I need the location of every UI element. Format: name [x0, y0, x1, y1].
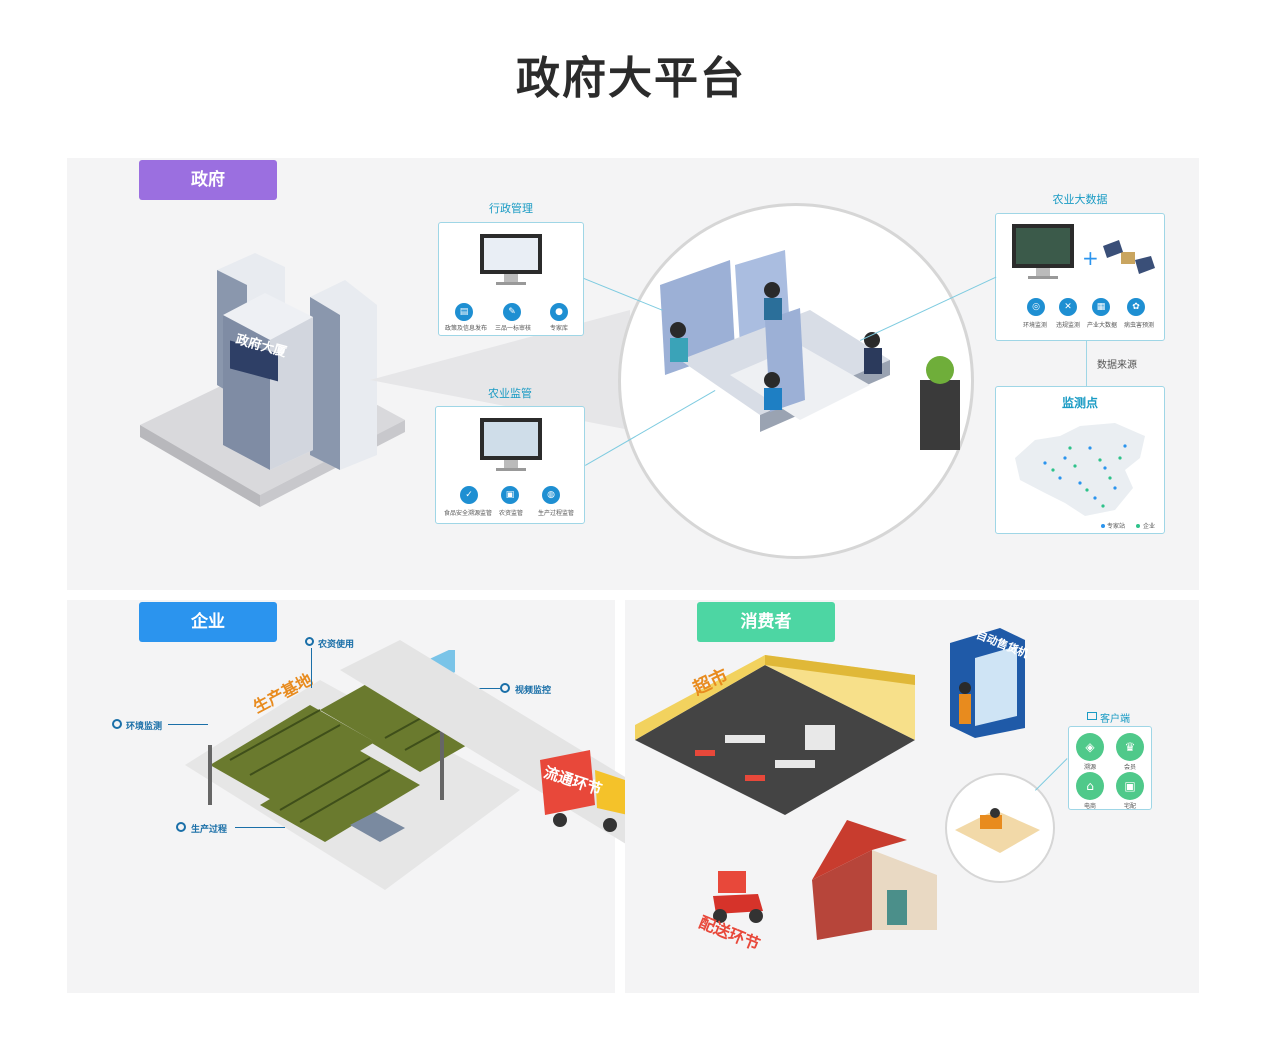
agri-input-leader	[311, 648, 312, 688]
ecommerce-icon: ⌂	[1076, 772, 1104, 800]
client-item-1: 会员	[1123, 764, 1136, 771]
bigdata-monitor-icon	[1012, 224, 1074, 279]
data-source-label: 数据来源	[1097, 360, 1137, 371]
truck-illustration	[540, 750, 628, 832]
data-source-connector	[1086, 341, 1087, 386]
env-monitor-icon: ◎	[1027, 298, 1045, 316]
supervision-item-1: 农资监管	[498, 510, 523, 517]
agri-input-supervision-icon: ▣	[501, 486, 519, 504]
video-leader	[460, 688, 500, 689]
client-item-3: 宅配	[1123, 803, 1136, 810]
admin-item-0: 政策及信息发布	[444, 325, 487, 332]
process-supervision-icon: ◍	[542, 486, 560, 504]
home-user-illustration	[955, 808, 1040, 853]
label-agri-input: 农资使用	[318, 640, 355, 650]
client-item-0: 溯源	[1083, 764, 1096, 771]
process-pin-icon	[176, 822, 186, 832]
legend-enterprise: 企业	[1142, 523, 1155, 530]
process-leader	[235, 827, 285, 828]
store-house-illustration	[812, 820, 937, 940]
consumer-tag: 消费者	[697, 602, 835, 642]
client-title: 客户端	[1100, 714, 1130, 725]
office-workers-illustration	[660, 250, 960, 450]
page-title: 政府大平台	[516, 53, 746, 104]
client-item-2: 电商	[1083, 803, 1096, 810]
supermarket-illustration	[635, 655, 915, 815]
supervision-item-2: 生产过程监管	[537, 510, 574, 517]
label-process: 生产过程	[191, 825, 228, 835]
government-tag: 政府	[139, 160, 277, 200]
legend-expert-dot	[1101, 524, 1105, 528]
home-delivery-icon: ▣	[1116, 772, 1144, 800]
bigdata-item-2: 产业大数据	[1086, 322, 1117, 329]
bigdata-title: 农业大数据	[1052, 193, 1108, 206]
bigdata-item-1: 违规监测	[1055, 322, 1080, 329]
bigdata-item-0: 环境监测	[1022, 322, 1047, 329]
supervision-title: 农业监管	[488, 387, 532, 400]
admin-monitor-icon	[480, 234, 542, 285]
food-safety-icon: ✓	[460, 486, 478, 504]
admin-title: 行政管理	[489, 202, 533, 215]
supervision-monitor-icon	[480, 418, 542, 471]
pest-forecast-icon: ✿	[1127, 298, 1145, 316]
china-map	[1015, 423, 1145, 516]
plus-sign: +	[1082, 246, 1099, 270]
policy-icon: ▤	[455, 303, 473, 321]
env-leader	[168, 724, 208, 725]
env-pin-icon	[112, 719, 122, 729]
client-icon	[1087, 712, 1097, 720]
bigdata-item-3: 病虫害预测	[1123, 322, 1154, 329]
vending-machine-illustration	[950, 628, 1025, 738]
enterprise-tag: 企业	[139, 602, 277, 642]
expert-icon: ●	[550, 303, 568, 321]
scooter-illustration	[713, 871, 763, 923]
agri-input-pin-icon	[305, 637, 314, 646]
member-icon: ♛	[1116, 733, 1144, 761]
legend-enterprise-dot	[1136, 524, 1140, 528]
label-env: 环境监测	[126, 722, 163, 732]
monitor-title: 监测点	[1061, 396, 1098, 410]
video-pin-icon	[500, 683, 510, 693]
industry-data-icon: ▦	[1092, 298, 1110, 316]
trace-icon: ◈	[1076, 733, 1104, 761]
legend-expert: 专家站	[1106, 523, 1125, 530]
audit-icon: ✎	[503, 303, 521, 321]
focus-beam	[370, 310, 630, 430]
admin-item-2: 专家库	[549, 325, 568, 332]
supervision-item-0: 食品安全溯源监管	[443, 510, 492, 517]
admin-item-1: 三品一标审核	[494, 325, 531, 332]
farm-illustration	[185, 650, 520, 890]
violation-icon: ✕	[1059, 298, 1077, 316]
government-building-illustration: 政府大厦	[140, 253, 405, 507]
satellite-icon	[1103, 240, 1155, 274]
label-video: 视频监控	[515, 686, 552, 696]
